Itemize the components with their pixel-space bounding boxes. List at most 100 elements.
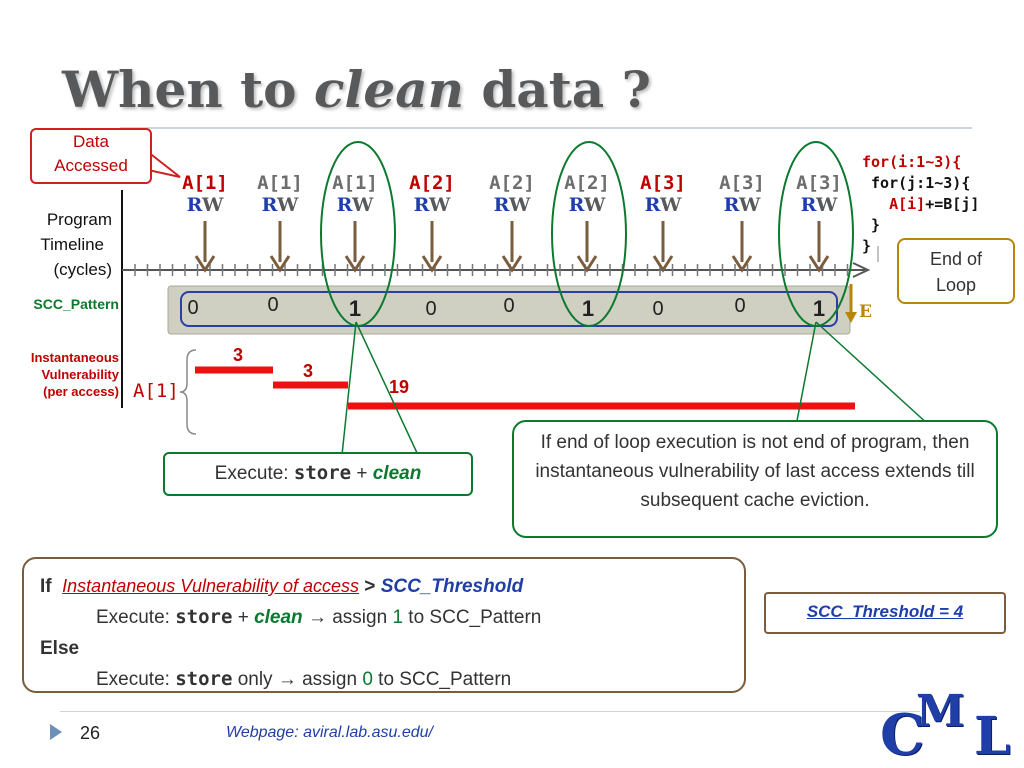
execute-clean: clean bbox=[372, 463, 422, 484]
access-rw: RW bbox=[784, 194, 854, 216]
rule-l2-arrow: → assign bbox=[302, 607, 393, 628]
access-arrows bbox=[194, 221, 830, 273]
access-write: W bbox=[660, 194, 682, 216]
rule-l2-prefix: Execute: bbox=[96, 607, 176, 628]
end-of-loop-line2: Loop bbox=[935, 275, 977, 295]
access-write: W bbox=[584, 194, 606, 216]
vuln-value-3: 19 bbox=[389, 377, 410, 397]
access-9: A[3]RW bbox=[784, 172, 854, 216]
rule-line-3: Else bbox=[40, 633, 728, 664]
data-accessed-line2: Accessed bbox=[54, 156, 128, 175]
access-arrowhead-9 bbox=[808, 255, 830, 273]
access-write: W bbox=[202, 194, 224, 216]
access-write: W bbox=[816, 194, 838, 216]
access-arrowhead-1 bbox=[194, 255, 216, 273]
access-3: A[1]RW bbox=[320, 172, 390, 216]
access-arrowhead-4 bbox=[421, 255, 443, 273]
access-read: R bbox=[413, 194, 430, 216]
access-write: W bbox=[429, 194, 451, 216]
threshold-box: SCC_Threshold = 4 bbox=[764, 592, 1006, 634]
access-rw: RW bbox=[397, 194, 467, 216]
access-label: A[2] bbox=[489, 172, 535, 194]
access-rw: RW bbox=[552, 194, 622, 216]
timeline-label-line1: Program bbox=[46, 210, 112, 229]
access-label: A[3] bbox=[719, 172, 765, 194]
access-read: R bbox=[186, 194, 203, 216]
code-line-3-rhs: +=B[j] bbox=[925, 195, 980, 213]
access-1: A[1]RW bbox=[170, 172, 240, 216]
execute-store-clean-box: Execute: store + clean bbox=[163, 452, 473, 496]
code-line-1: for(i:1~3){ bbox=[862, 153, 962, 171]
access-rw: RW bbox=[477, 194, 547, 216]
access-write: W bbox=[352, 194, 374, 216]
access-arrowhead-2 bbox=[269, 255, 291, 273]
slide-title: When to clean data ? bbox=[62, 60, 651, 119]
scc-value-2: 0 bbox=[267, 294, 279, 316]
scc-value-3: 1 bbox=[348, 296, 362, 321]
rule-l2-store: store bbox=[175, 606, 233, 628]
scc-value-7: 0 bbox=[652, 298, 664, 320]
access-arrowhead-6 bbox=[576, 255, 598, 273]
rule-l4-prefix: Execute: bbox=[96, 669, 176, 690]
rule-else: Else bbox=[40, 638, 80, 659]
rule-l4-suffix: to SCC_Pattern bbox=[372, 669, 512, 690]
execute-plus: + bbox=[351, 463, 373, 484]
access-read: R bbox=[800, 194, 817, 216]
title-part2: clean bbox=[313, 60, 464, 119]
access-rw: RW bbox=[170, 194, 240, 216]
access-rw: RW bbox=[707, 194, 777, 216]
access-label: A[1] bbox=[332, 172, 378, 194]
timeline-label-line2: Timeline bbox=[40, 235, 104, 254]
rule-l2-clean: clean bbox=[254, 607, 303, 628]
end-of-loop-line1: End of bbox=[929, 249, 983, 269]
rule-line-1: If Instantaneous Vulnerability of access… bbox=[40, 571, 728, 602]
code-line-2: for(j:1~3){ bbox=[862, 174, 971, 192]
vulnerability-label: Instantaneous Vulnerability (per access) bbox=[0, 349, 119, 400]
vuln-value-2: 3 bbox=[303, 361, 314, 381]
rule-l4-store: store bbox=[175, 668, 233, 690]
code-snippet: for(i:1~3){ for(j:1~3){ A[i]+=B[j] } } bbox=[862, 152, 979, 257]
access-read: R bbox=[261, 194, 278, 216]
access-label: A[1] bbox=[182, 172, 228, 194]
timeline-label-line3: (cycles) bbox=[53, 260, 112, 279]
access-write: W bbox=[739, 194, 761, 216]
vulnerability-label-line2: Vulnerability bbox=[41, 367, 119, 382]
access-arrowhead-3 bbox=[344, 255, 366, 273]
access-arrowhead-5 bbox=[501, 255, 523, 273]
footer-triangle-icon bbox=[50, 724, 62, 740]
access-label: A[2] bbox=[409, 172, 455, 194]
access-read: R bbox=[723, 194, 740, 216]
scc-pattern-label: SCC_Pattern bbox=[33, 296, 119, 312]
rule-condition: Instantaneous Vulnerability of access bbox=[62, 576, 360, 596]
code-line-4: } bbox=[862, 216, 881, 234]
vulnerability-label-line1: Instantaneous bbox=[30, 350, 119, 365]
rule-l4-only: only → assign bbox=[232, 669, 363, 690]
title-part1: When to bbox=[62, 60, 314, 119]
access-6: A[2]RW bbox=[552, 172, 622, 216]
access-write: W bbox=[277, 194, 299, 216]
vuln-value-1: 3 bbox=[233, 345, 244, 365]
scc-value-6: 1 bbox=[581, 296, 595, 321]
rule-gt: > bbox=[359, 576, 381, 597]
footer-rule bbox=[60, 711, 920, 712]
end-of-loop-note: If end of loop execution is not end of p… bbox=[512, 420, 998, 538]
access-8: A[3]RW bbox=[707, 172, 777, 216]
rule-l4-zero: 0 bbox=[362, 669, 373, 690]
logo-c: C bbox=[880, 702, 925, 768]
access-read: R bbox=[568, 194, 585, 216]
scc-value-9: 1 bbox=[812, 296, 826, 321]
vulnerability-variable: A[1] bbox=[133, 380, 179, 402]
vuln-brace bbox=[179, 349, 197, 435]
code-line-3-lhs: A[i] bbox=[862, 195, 926, 213]
code-line-3: A[i]+=B[j] bbox=[862, 194, 979, 215]
access-label: A[2] bbox=[564, 172, 610, 194]
rule-threshold: SCC_Threshold bbox=[380, 576, 524, 597]
ellipse-access-9 bbox=[778, 141, 854, 327]
footer-webpage-link[interactable]: Webpage: aviral.lab.asu.edu/ bbox=[226, 724, 433, 741]
end-of-loop-callout: End of Loop bbox=[897, 238, 1015, 304]
scc-value-5: 0 bbox=[503, 295, 515, 317]
access-read: R bbox=[644, 194, 661, 216]
access-arrowhead-7 bbox=[652, 255, 674, 273]
access-7: A[3]RW bbox=[628, 172, 698, 216]
